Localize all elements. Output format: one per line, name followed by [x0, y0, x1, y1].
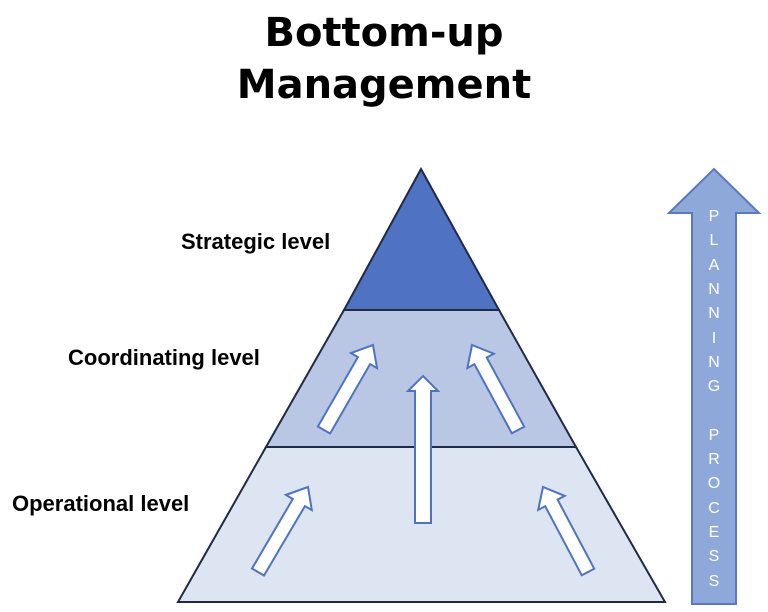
planning-process-letter: S	[708, 548, 720, 566]
planning-process-letter: N	[708, 353, 720, 371]
planning-process-letter: N	[708, 280, 720, 298]
title-line-1: Bottom-up	[264, 10, 504, 56]
planning-process-letter: R	[708, 451, 720, 468]
angled-arrows	[250, 343, 596, 577]
up-arrow-center	[405, 374, 441, 524]
strategic-level-label: Strategic level	[181, 229, 331, 254]
up-arrow-operational-left	[250, 485, 314, 577]
planning-process-letter: N	[708, 305, 720, 323]
planning-process-letter: A	[708, 256, 720, 274]
planning-process-letter: L	[709, 232, 719, 250]
inner-arrows	[405, 374, 441, 524]
operational-level-label: Operational level	[12, 491, 190, 516]
up-arrow-coordinating-left	[316, 343, 379, 435]
planning-process-arrow	[666, 167, 762, 605]
title-line-2: Management	[236, 62, 532, 108]
planning-process-letter: O	[707, 475, 721, 493]
planning-process-letter: I	[711, 329, 717, 347]
planning-process-letter: E	[708, 523, 720, 541]
planning-process-letter: S	[708, 572, 720, 590]
planning-process-letter: C	[708, 499, 720, 517]
up-arrow-operational-right	[536, 485, 596, 577]
strategic-tier	[342, 166, 501, 311]
planning-process-letter: G	[707, 378, 721, 396]
up-arrow-coordinating-right	[466, 343, 526, 435]
planning-process-letter: P	[708, 426, 720, 444]
coordinating-level-label: Coordinating level	[68, 345, 260, 370]
planning-process-letter: P	[708, 208, 720, 225]
